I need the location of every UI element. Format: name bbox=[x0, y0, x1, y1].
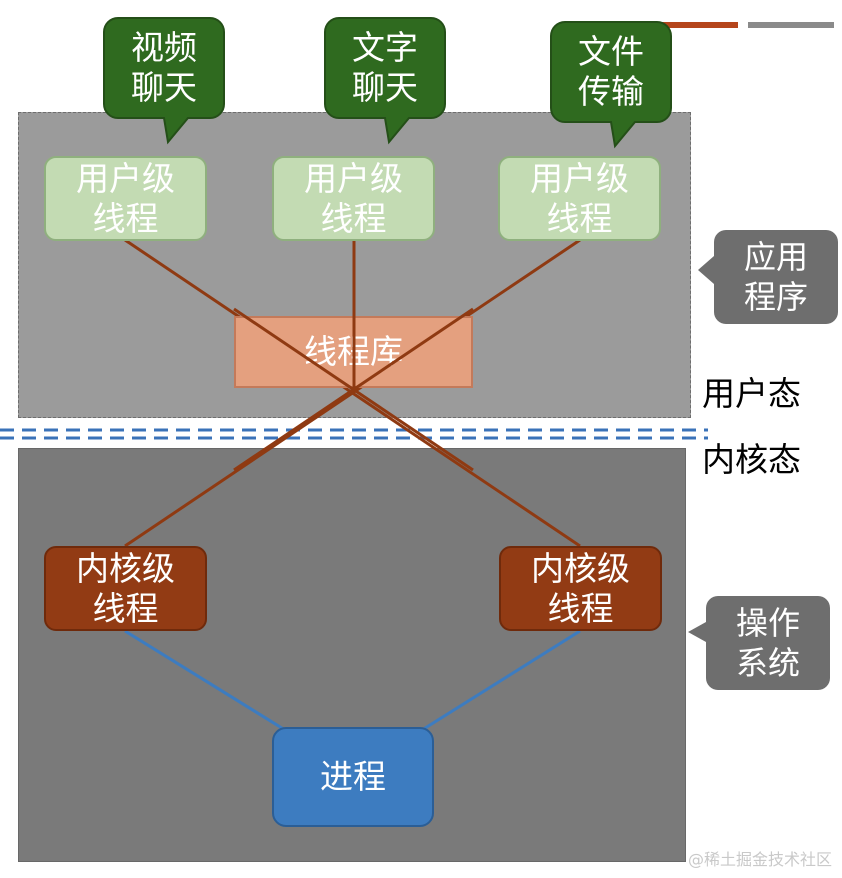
user-thread-3: 用户级 线程 bbox=[498, 156, 661, 241]
bubble-text-chat: 文字 聊天 bbox=[352, 28, 418, 107]
user-thread-1: 用户级 线程 bbox=[44, 156, 207, 241]
user-mode-label: 用户态 bbox=[702, 374, 801, 413]
user-thread-2: 用户级 线程 bbox=[272, 156, 435, 241]
link-ult3-to-klt1 bbox=[124, 238, 581, 548]
bubble-video-chat: 视频 聊天 bbox=[131, 28, 197, 107]
kernel-mode-label: 内核态 bbox=[702, 440, 801, 479]
watermark: @稀土掘金技术社区 bbox=[687, 850, 832, 869]
link-klt2-to-process bbox=[421, 629, 581, 732]
kernel-thread-2: 内核级 线程 bbox=[499, 546, 662, 631]
process-box: 进程 bbox=[272, 727, 434, 827]
link-klt1-to-process bbox=[124, 629, 286, 732]
bubble-shape-1 bbox=[103, 17, 225, 145]
kernel-thread-1: 内核级 线程 bbox=[44, 546, 207, 631]
bubble-file-transfer: 文件 传输 bbox=[578, 32, 644, 111]
accent-bar-orange bbox=[656, 22, 738, 28]
callout-shape-application bbox=[698, 230, 838, 324]
callout-shape-os bbox=[688, 596, 830, 690]
accent-bar-gray bbox=[748, 22, 834, 28]
bubble-shape-2 bbox=[324, 17, 446, 145]
callout-operating-system: 操作 系统 bbox=[735, 604, 800, 682]
callout-application: 应用 程序 bbox=[743, 238, 808, 316]
bubble-shape-3 bbox=[550, 21, 672, 149]
